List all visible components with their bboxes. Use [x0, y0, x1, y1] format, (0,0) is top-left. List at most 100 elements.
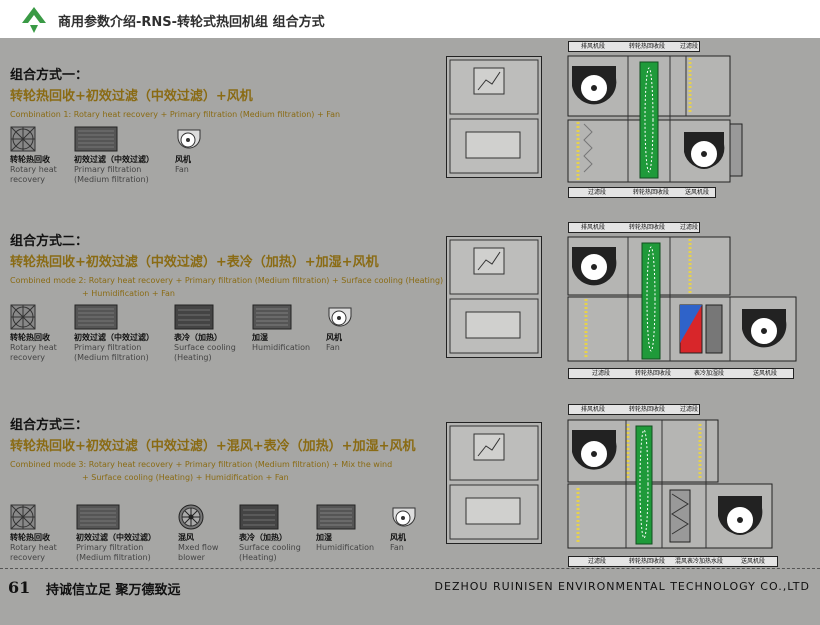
component-name: 混风	[178, 533, 194, 542]
diagram-3-top-labels: 排风机段 转轮热回收段 过滤段	[568, 404, 700, 415]
component-filter: 初效过滤（中效过滤） Primary filtration (Medium fi…	[76, 504, 156, 563]
section-label: 送风机段	[740, 558, 766, 565]
section-label: 转轮热回收段	[632, 189, 670, 196]
component-coil: 表冷（加热） Surface cooling (Heating)	[239, 504, 301, 563]
component-fan: 风机 Fan	[390, 504, 418, 553]
component-rotary: 转轮热回收 Rotary heat recovery	[10, 304, 57, 363]
fan-icon	[177, 129, 201, 149]
unit-section-view-1	[567, 55, 743, 183]
component-name: 风机	[326, 333, 342, 342]
section-label: 送风机段	[684, 189, 710, 196]
coil-icon	[174, 304, 214, 330]
rotary-wheel-icon	[10, 504, 36, 530]
mixed-flow-icon	[178, 504, 204, 530]
section-title-en: Combined mode 3: Rotary heat recovery + …	[10, 460, 393, 469]
component-fan: 风机 Fan	[326, 304, 354, 353]
section-heading: 组合方式一：	[10, 68, 89, 83]
section-label: 过滤段	[679, 406, 699, 413]
component-name: 初效过滤（中效过滤）	[76, 533, 156, 542]
component-name: 表冷（加热）	[239, 533, 287, 542]
component-en: Rotary heat	[10, 165, 57, 174]
component-name: 风机	[390, 533, 406, 542]
filter-icon	[74, 304, 118, 330]
section-label: 排风机段	[580, 224, 606, 231]
section-title-cn: 转轮热回收+初效过滤（中效过滤）+风机	[10, 89, 253, 104]
footer-divider	[0, 568, 820, 570]
component-humidifier: 加湿 Humidification	[316, 504, 374, 553]
unit-side-view-2	[446, 236, 542, 358]
section-title-cn: 转轮热回收+初效过滤（中效过滤）+表冷（加热）+加湿+风机	[10, 255, 379, 270]
section-label: 转轮热回收段	[628, 43, 666, 50]
component-name: 加湿	[316, 533, 332, 542]
diagram-1-top-labels: 排风机段 转轮热回收段 过滤段	[568, 41, 700, 52]
component-filter: 初效过滤（中效过滤） Primary filtration (Medium fi…	[74, 126, 154, 185]
section-label: 过滤段	[587, 189, 607, 196]
component-en: (Medium filtration)	[74, 175, 149, 184]
component-en: (Medium filtration)	[76, 553, 151, 562]
component-en: recovery	[10, 353, 46, 362]
component-en: Humidification	[316, 543, 375, 552]
page-title: 商用参数介绍-RNS-转轮式热回机组 组合方式	[58, 15, 325, 30]
company-logo	[22, 7, 46, 33]
component-coil: 表冷（加热） Surface cooling (Heating)	[174, 304, 236, 363]
component-name: 转轮热回收	[10, 155, 50, 164]
component-en: recovery	[10, 175, 46, 184]
footer-slogan: 持诚信立足 聚万德致远	[46, 583, 181, 598]
section-label: 表冷加湿段	[693, 370, 725, 377]
component-en: Primary filtration	[74, 165, 142, 174]
page-header: 商用参数介绍-RNS-转轮式热回机组 组合方式	[0, 0, 820, 38]
component-en: Fan	[390, 543, 404, 552]
component-en: Surface cooling	[239, 543, 301, 552]
component-filter: 初效过滤（中效过滤） Primary filtration (Medium fi…	[74, 304, 154, 363]
section-label: 过滤段	[679, 224, 699, 231]
unit-section-view-3	[567, 419, 773, 549]
humidifier-icon	[252, 304, 292, 330]
rotary-wheel-icon	[10, 126, 36, 152]
section-heading: 组合方式二：	[10, 234, 89, 249]
diagram-3-bottom-labels: 过滤段 转轮热回收段 混风表冷加热水段 送风机段	[568, 556, 778, 567]
rotary-wheel-icon	[10, 304, 36, 330]
section-label: 过滤段	[679, 43, 699, 50]
page-number: 61	[8, 578, 31, 597]
component-name: 转轮热回收	[10, 533, 50, 542]
section-label: 转轮热回收段	[628, 406, 666, 413]
component-name: 初效过滤（中效过滤）	[74, 155, 154, 164]
component-name: 表冷（加热）	[174, 333, 222, 342]
diagram-1-bottom-labels: 过滤段 转轮热回收段 送风机段	[568, 187, 716, 198]
section-title-en: Combined mode 2: Rotary heat recovery + …	[10, 276, 444, 285]
section-2-titles: 组合方式二： 转轮热回收+初效过滤（中效过滤）+表冷（加热）+加湿+风机 Com…	[10, 230, 443, 300]
component-en: recovery	[10, 553, 46, 562]
component-name: 转轮热回收	[10, 333, 50, 342]
section-heading: 组合方式三：	[10, 418, 89, 433]
section-label: 转轮热回收段	[628, 224, 666, 231]
company-name: DEZHOU RUINISEN ENVIRONMENTAL TECHNOLOGY…	[434, 580, 810, 593]
component-en: Primary filtration	[76, 543, 144, 552]
component-rotary: 转轮热回收 Rotary heat recovery	[10, 504, 57, 563]
section-label: 转轮热回收段	[628, 558, 666, 565]
section-label: 排风机段	[580, 43, 606, 50]
fan-icon	[392, 507, 416, 527]
component-fan: 风机 Fan	[175, 126, 203, 175]
component-en: Rotary heat	[10, 343, 57, 352]
component-en: (Heating)	[239, 553, 277, 562]
section-title-en: Combination 1: Rotary heat recovery + Pr…	[10, 110, 341, 119]
unit-side-view-1	[446, 56, 542, 178]
diagram-2-bottom-labels: 过滤段 转轮热回收段 表冷加湿段 送风机段	[568, 368, 794, 379]
section-1-titles: 组合方式一： 转轮热回收+初效过滤（中效过滤）+风机 Combination 1…	[10, 64, 340, 121]
component-mixed-flow: 混风 Mxed flow blower	[178, 504, 218, 563]
component-en: Fan	[326, 343, 340, 352]
component-name: 风机	[175, 155, 191, 164]
component-en: Humidification	[252, 343, 311, 352]
section-label: 混风表冷加热水段	[674, 558, 724, 565]
section-label: 过滤段	[591, 370, 611, 377]
component-en: Primary filtration	[74, 343, 142, 352]
component-en: blower	[178, 553, 205, 562]
component-en: Rotary heat	[10, 543, 57, 552]
filter-icon	[74, 126, 118, 152]
component-en: (Medium filtration)	[74, 353, 149, 362]
humidifier-icon	[316, 504, 356, 530]
component-en: Mxed flow	[178, 543, 219, 552]
component-en: Fan	[175, 165, 189, 174]
component-en: (Heating)	[174, 353, 212, 362]
section-label: 送风机段	[752, 370, 778, 377]
